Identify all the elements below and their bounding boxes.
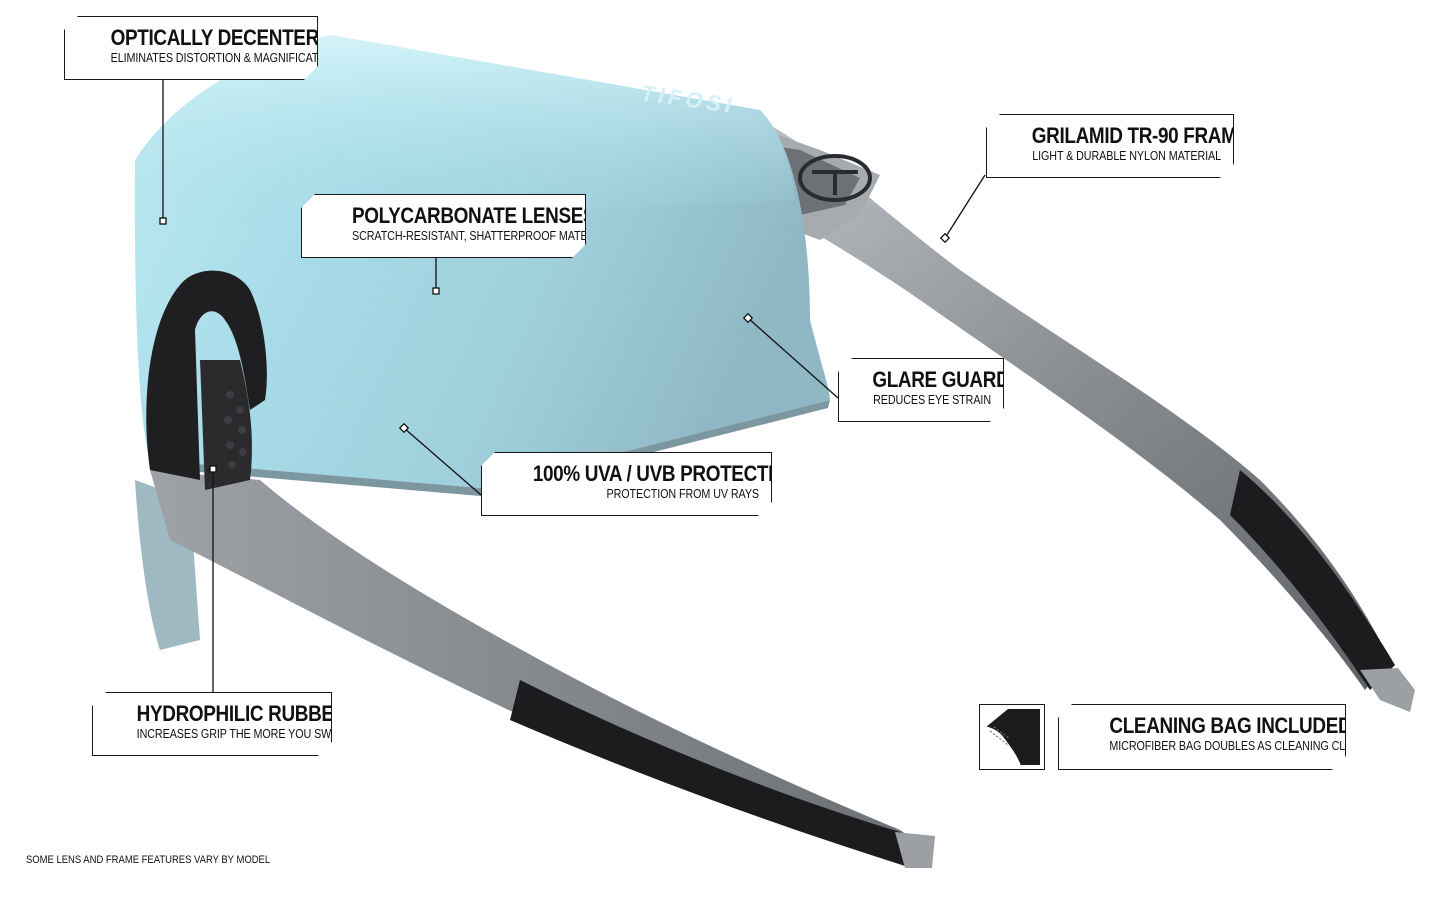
callout-subtitle: MICROFIBER BAG DOUBLES AS CLEANING CLOTH [1109,739,1368,753]
callout-hydrophilic-rubber: HYDROPHILIC RUBBER INCREASES GRIP THE MO… [92,692,332,756]
callout-uv-protection: 100% UVA / UVB PROTECTION PROTECTION FRO… [481,452,772,516]
callout-title: OPTICALLY DECENTERED [110,25,345,50]
callout-cleaning-bag: CLEANING BAG INCLUDED MICROFIBER BAG DOU… [1058,704,1346,770]
callout-subtitle: LIGHT & DURABLE NYLON MATERIAL [1032,149,1221,163]
callout-optically-decentered: OPTICALLY DECENTERED ELIMINATES DISTORTI… [64,16,318,80]
leader-lines [162,80,986,705]
leader-markers [159,217,951,473]
callout-grilamid-frame: GRILAMID TR-90 FRAME LIGHT & DURABLE NYL… [986,114,1234,178]
callout-subtitle: ELIMINATES DISTORTION & MAGNIFICATION [110,51,338,65]
callout-subtitle: REDUCES EYE STRAIN [873,393,991,407]
callout-title: CLEANING BAG INCLUDED [1109,713,1352,738]
lens-shield: TIFOSI [134,35,830,650]
callout-title: GRILAMID TR-90 FRAME [1031,123,1249,148]
callout-polycarbonate-lenses: POLYCARBONATE LENSES SCRATCH-RESISTANT, … [301,194,586,258]
callout-title: POLYCARBONATE LENSES [351,203,596,228]
left-temple-arm [150,470,935,868]
cleaning-bag-image [979,704,1045,770]
callout-subtitle: SCRATCH-RESISTANT, SHATTERPROOF MATERIAL [351,229,612,243]
callout-title: 100% UVA / UVB PROTECTION [532,461,801,486]
nose-pad [146,270,267,490]
disclaimer-text: SOME LENS AND FRAME FEATURES VARY BY MOD… [26,854,271,866]
right-temple-arm [690,120,1415,712]
callout-subtitle: PROTECTION FROM UV RAYS [606,487,759,501]
cleaning-bag-icon [985,709,1040,766]
callout-title: HYDROPHILIC RUBBER [136,701,348,726]
callout-subtitle: INCREASES GRIP THE MORE YOU SWEAT [136,727,352,741]
callout-title: GLARE GUARD [872,367,1010,392]
callout-glare-guard: GLARE GUARD REDUCES EYE STRAIN [838,358,1004,422]
